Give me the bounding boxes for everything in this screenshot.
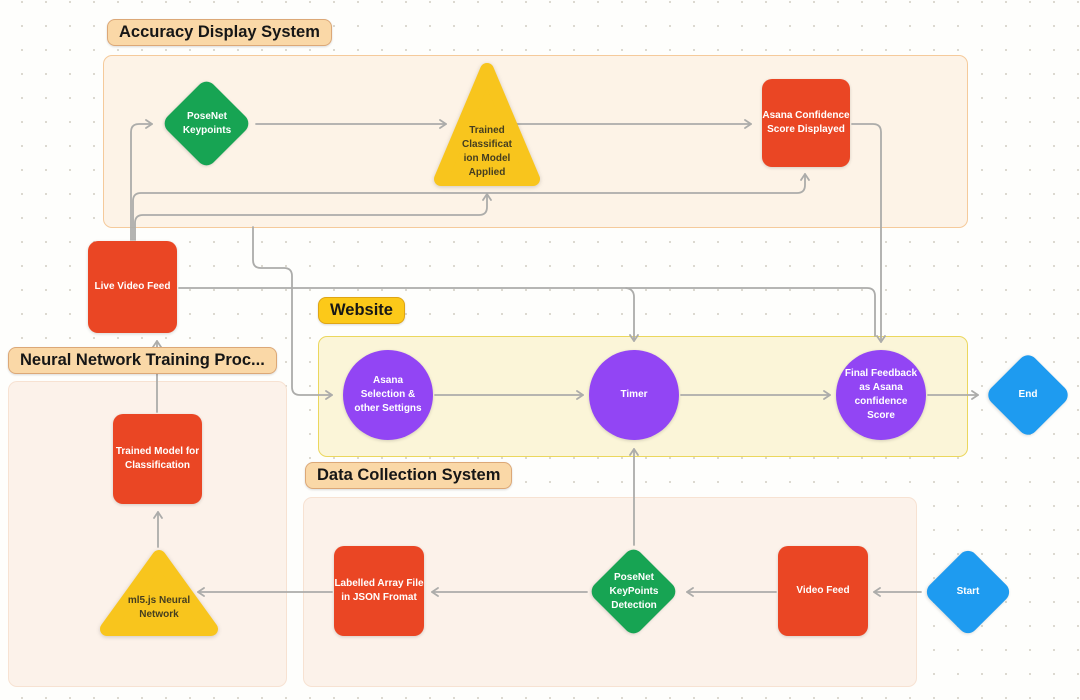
connector-livefeed-timer[interactable] xyxy=(625,287,639,342)
node-label: Asana Selection & other Settigns xyxy=(354,375,422,414)
node-label: Video Feed xyxy=(796,585,850,596)
group-title-accuracy-display-system[interactable]: Accuracy Display System xyxy=(107,19,332,46)
group-title-neural-network-training[interactable]: Neural Network Training Proc... xyxy=(8,347,277,374)
node-ml5-neural-network[interactable] xyxy=(99,549,219,637)
node-video-feed[interactable]: Video Feed xyxy=(778,546,868,636)
node-labelled-array-file[interactable]: Labelled Array File in JSON Fromat xyxy=(334,546,424,636)
node-label: Live Video Feed xyxy=(94,281,171,292)
connector-accuracy-asanaselection[interactable] xyxy=(252,226,333,400)
connector-livefeed-confidence[interactable] xyxy=(132,173,810,241)
connector-confidence-finalfeedback[interactable] xyxy=(851,123,886,343)
node-asana-selection[interactable]: Asana Selection & other Settigns xyxy=(343,350,433,440)
node-trained-classification-model[interactable] xyxy=(433,62,541,186)
node-asana-confidence-score[interactable]: Asana Confidence Score Displayed xyxy=(762,79,850,167)
group-title-website[interactable]: Website xyxy=(318,297,405,324)
connector-livefeed-posenet[interactable] xyxy=(130,119,153,241)
node-trained-model[interactable]: Trained Model for Classification xyxy=(113,414,202,504)
node-label: Labelled Array File in JSON Fromat xyxy=(334,578,424,603)
connector-livefeed-finalfeedback[interactable] xyxy=(178,287,876,337)
group-title-data-collection-system[interactable]: Data Collection System xyxy=(305,462,513,489)
node-live-video-feed[interactable]: Live Video Feed xyxy=(88,241,177,333)
node-final-feedback[interactable]: Final Feedback as Asana confidence Score xyxy=(836,350,926,440)
node-label: Timer xyxy=(620,389,648,400)
node-label: Asana Confidence Score Displayed xyxy=(762,110,850,135)
node-label: Final Feedback as Asana confidence Score xyxy=(844,368,918,421)
node-timer[interactable]: Timer xyxy=(589,350,679,440)
node-label: Trained Model for Classification xyxy=(115,446,200,471)
connector-livefeed-model[interactable] xyxy=(134,193,492,241)
